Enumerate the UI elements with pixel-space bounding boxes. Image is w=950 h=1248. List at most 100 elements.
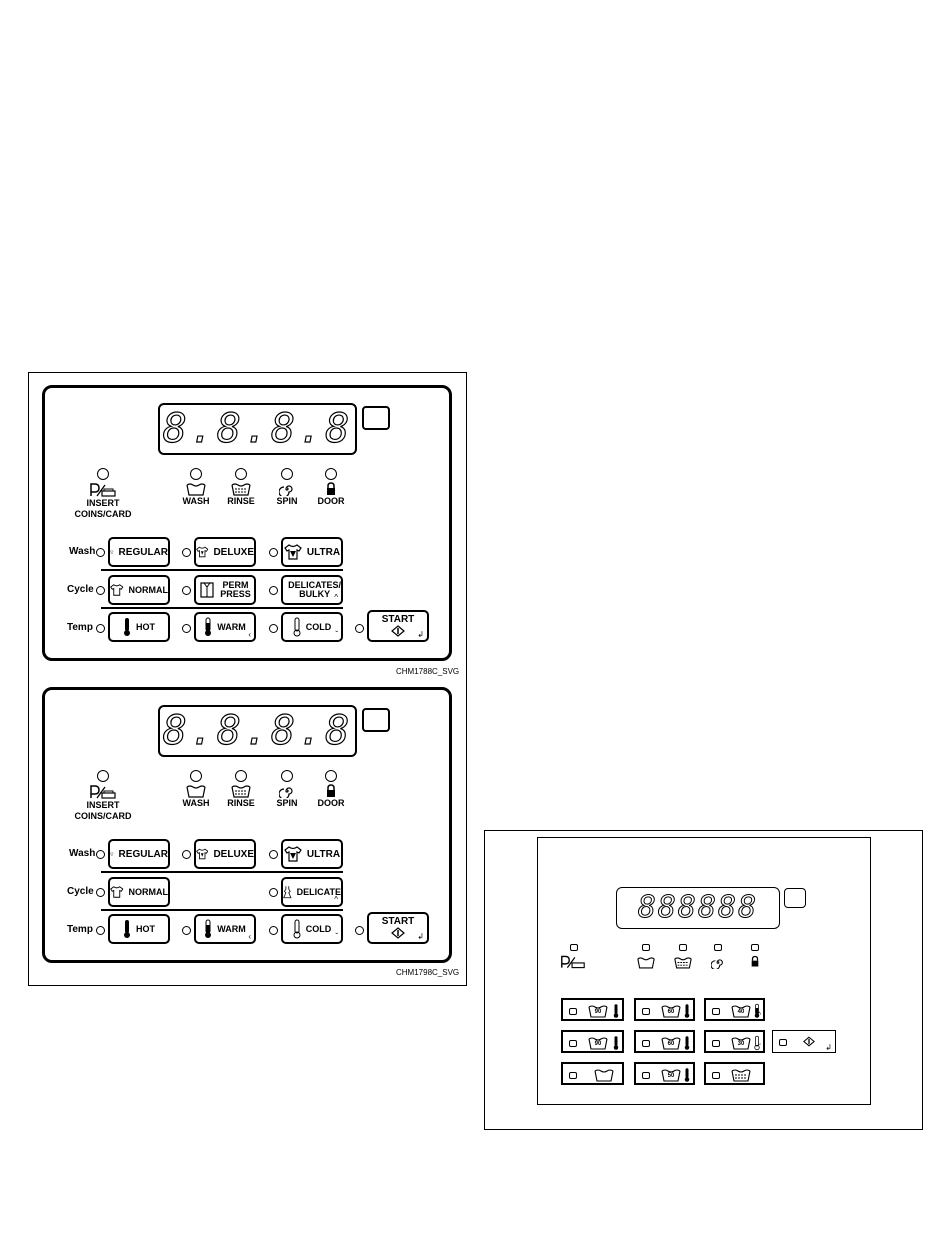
wash-tub-icon: 40 — [730, 1004, 752, 1018]
key-label-cold: COLD — [305, 621, 332, 632]
temp-mark: 40 — [737, 1009, 745, 1015]
insert-coin-icon — [90, 785, 116, 799]
shirt-icon — [110, 584, 124, 596]
key-label-ultra: ULTRA — [306, 546, 341, 558]
temp-mark: 50 — [667, 1073, 675, 1079]
start-diamond-icon — [803, 1036, 815, 1047]
key-start[interactable]: START ↲ — [367, 610, 429, 642]
led-wash — [642, 944, 650, 951]
led-cycle-delicates — [269, 586, 278, 595]
key-label-start: START — [381, 916, 415, 927]
led-door — [751, 944, 759, 951]
start-diamond-icon — [391, 927, 405, 939]
led-insert-coins — [570, 944, 578, 951]
key-wash-ultra[interactable]: ULTRA — [281, 839, 343, 869]
key-temp-hot[interactable]: HOT — [108, 612, 170, 642]
led-cycle-normal — [96, 888, 105, 897]
down-arrow-icon: ˇ — [335, 932, 338, 941]
key-label-regular: REGULAR — [118, 546, 168, 558]
key-temp-cold[interactable]: COLD ˇ — [281, 914, 343, 944]
key-wash-only[interactable] — [561, 1062, 624, 1085]
wash-tub-icon: 50 — [660, 1068, 682, 1082]
key-led — [569, 1008, 577, 1015]
key-temp-warm[interactable]: WARM ‹ — [194, 914, 256, 944]
lock-icon — [751, 955, 759, 967]
key-start-c[interactable]: ↲ — [772, 1030, 836, 1053]
key-90-hot[interactable]: 90 — [561, 998, 624, 1021]
key-30-cold[interactable]: 30 ˇ — [704, 1030, 765, 1053]
thermometer-cold-icon — [293, 919, 301, 939]
key-led — [712, 1040, 720, 1047]
led-cycle-delicate — [269, 888, 278, 897]
indicator-rinse-a: RINSE — [221, 468, 261, 507]
temp-mark: 90 — [594, 1041, 602, 1047]
enter-arrow-icon: ↲ — [417, 630, 424, 639]
led-wash-ultra — [269, 850, 278, 859]
key-label-delicates-bulky: DELICATES/ BULKY — [288, 580, 341, 599]
key-temp-hot[interactable]: HOT — [108, 914, 170, 944]
row-label-cycle: Cycle — [67, 584, 94, 595]
led-start — [355, 624, 364, 633]
key-cycle-delicates-bulky[interactable]: DELICATES/ BULKY ^ — [281, 575, 343, 605]
key-temp-cold[interactable]: COLD ˇ — [281, 612, 343, 642]
shirt-sparkle-icon — [196, 546, 209, 558]
display-side-button-b[interactable] — [362, 708, 390, 732]
control-panel-c: 888888 90 60 — [537, 837, 871, 1105]
key-label-normal: NORMAL — [128, 886, 169, 897]
led-cycle-perm-press — [182, 586, 191, 595]
display-digits-a: 8.8.8.8.8.8 — [160, 406, 355, 452]
row-divider — [101, 909, 343, 911]
shirt-sparkle-icon — [284, 846, 302, 862]
led-wash-regular — [96, 850, 105, 859]
display-c: 888888 — [616, 887, 780, 929]
key-label-normal: NORMAL — [128, 584, 169, 595]
key-cycle-delicate[interactable]: DELICATE ^ — [281, 877, 343, 907]
key-cycle-normal[interactable]: NORMAL — [108, 575, 170, 605]
key-wash-regular[interactable]: REGULAR — [108, 537, 170, 567]
key-label-deluxe: DELUXE — [213, 848, 254, 860]
key-90-hot-2[interactable]: 90 — [561, 1030, 624, 1053]
wash-tub-icon: 90 — [587, 1004, 609, 1018]
led-temp-hot — [96, 624, 105, 633]
shirt-collar-icon — [200, 582, 214, 598]
key-temp-warm[interactable]: WARM ‹ — [194, 612, 256, 642]
figure-code-b: CHM1798C_SVG — [396, 968, 460, 977]
key-cycle-perm-press[interactable]: PERM PRESS — [194, 575, 256, 605]
key-wash-deluxe[interactable]: DELUXE — [194, 839, 256, 869]
key-cycle-normal[interactable]: NORMAL — [108, 877, 170, 907]
display-a: 8.8.8.8.8.8 — [158, 403, 357, 455]
label-door: DOOR — [317, 798, 345, 808]
led-rinse — [679, 944, 687, 951]
led-spin — [281, 468, 293, 480]
thermometer-hot-icon — [684, 1004, 690, 1018]
key-start[interactable]: START ↲ — [367, 912, 429, 944]
thermometer-warm-icon — [205, 617, 212, 636]
display-side-button-c[interactable] — [784, 888, 806, 908]
label-rinse: RINSE — [227, 798, 255, 808]
indicator-door-a: DOOR — [311, 468, 351, 507]
key-rinse-only[interactable] — [704, 1062, 765, 1085]
key-wash-deluxe[interactable]: DELUXE — [194, 537, 256, 567]
key-60-hot-2[interactable]: 60 — [634, 1030, 695, 1053]
display-side-button-a[interactable] — [362, 406, 390, 430]
led-wash-deluxe — [182, 548, 191, 557]
key-wash-regular[interactable]: REGULAR — [108, 839, 170, 869]
led-wash — [190, 770, 202, 782]
key-led — [642, 1072, 650, 1079]
rinse-tub-icon — [231, 785, 251, 798]
shirt-sparkle-icon — [284, 544, 302, 560]
key-wash-ultra[interactable]: ULTRA — [281, 537, 343, 567]
row-label-temp: Temp — [67, 622, 93, 633]
row-label-temp: Temp — [67, 924, 93, 935]
key-50-hot[interactable]: 50 — [634, 1062, 695, 1085]
indicator-spin-a: SPIN — [267, 468, 307, 507]
key-60-hot[interactable]: 60 — [634, 998, 695, 1021]
shirt-icon — [110, 886, 124, 898]
led-temp-cold — [269, 624, 278, 633]
label-door: DOOR — [317, 496, 345, 506]
start-diamond-icon — [391, 625, 405, 637]
key-40-warm[interactable]: 40 ^ — [704, 998, 765, 1021]
thermometer-hot-icon — [124, 920, 130, 938]
key-led — [642, 1040, 650, 1047]
led-spin — [714, 944, 722, 951]
